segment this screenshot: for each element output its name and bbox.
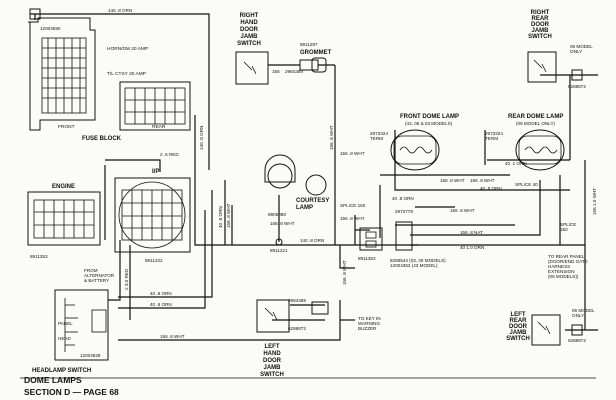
wire-red-1: 2 .5 RED [160,152,179,157]
grommet-part: 8911297 [300,42,318,47]
wire-front-wht: 156 .8 WHT [440,178,465,183]
front-dome-parts: 8288544 (03, 06 MODELS)12004353 (43 MODE… [390,258,446,268]
conn-2973778: 2973778 [395,209,413,214]
wire-grommet-wht2: 156 .8 WHT [342,260,347,285]
horn-fuse-label: HORN/DM 20 AMP [107,46,148,52]
front-dome-models: (43, 06 & 03 MODELS) [405,121,453,126]
rh-sw-part-1: 2984369 [285,69,303,74]
wire-rear-wht: 156 .8 WHT [470,178,495,183]
front-dome-title: FRONT DOME LAMP [400,114,459,120]
wire-ip-orn2: 140 .8 ORN [199,126,204,150]
wire-right-wht: 156 1.0 WHT [592,188,597,215]
wire-red-2: 2 3.0 RED [124,268,129,290]
svg-text:156: 156 [272,69,280,74]
wire-network [30,13,598,341]
fuse-block-title: FUSE BLOCK [82,136,122,142]
front-dome-lamp: FRONT DOME LAMP (43, 06 & 03 MODELS) 297… [370,114,459,268]
svg-text:HEAD: HEAD [58,336,71,341]
wire-grommet-wht: 156 .8 WHT [329,125,334,150]
headlamp-part: 12004828 [80,353,101,358]
wire-splice-wht: 156 .8 WHT [340,216,365,221]
fuse-rear-label: REAR [152,124,166,130]
wire-nat: 156 .8 NAT [460,230,483,235]
splice-40-label: SPLICE 40 [515,182,538,187]
wire-labels: 140 .8 ORN 2 .5 RED 2 3.0 RED 140 .8 ORN… [108,8,597,339]
lh-sw-part-2: 6288872 [288,326,306,331]
engine-conn-part: 8911253 [30,254,48,259]
grommet-label: GROMMET [300,50,332,56]
ip-conn-part: 8911232 [145,258,163,263]
fuse-front-label: FRONT [58,124,75,130]
wire-hs-orn: 40 .8 ORN [150,291,172,296]
wire-lh-wht: 156 .8 WHT [340,151,365,156]
wire-hs-wht: 156 .8 WHT [160,334,185,339]
headlamp-switch-title: HEADLAMP SWITCH [32,368,91,374]
wire-hs-orn2: 40 .8 ORN [150,302,172,307]
ip-label: I/P [152,169,159,175]
courtesy-lamp-part: 8905088 [268,212,286,217]
grommet: 8911297 GROMMET [300,42,332,73]
wire-center-orn: 140 .8 ORN [300,238,324,243]
engine-label: ENGINE [52,184,75,190]
rr-sw-part: 6288872 [568,84,586,89]
wire-center-wht: 156 .8 WHT [270,221,295,226]
lh-sw-part-1: 2984369 [288,298,306,303]
ip-connector: I/P 8911232 [114,169,191,263]
headlamp-switch: PANEL HEAD 12004828 HEADLAMP SWITCH [32,289,109,374]
wire-orn-end: 40 1.0 ORN [460,245,484,250]
wire-top-orn: 140 .8 ORN [108,8,132,13]
conn-8911353-label: 8911353 [358,256,376,261]
rear-dome-models: (06 MODEL ONLY) [516,121,556,126]
wire-ip-wht: 156 .8 WHT [226,203,231,228]
conn-8911221: 8911221 [270,248,288,253]
wire-ip-orn: 40 .8 ORN [218,206,223,228]
wire-rear-blk: 40 .1 ORN [505,161,527,166]
footer-page-number: SECTION D — PAGE 68 [24,387,119,397]
fuse-block: 12004690 HORN/DM 20 AMP T/L CTSY 20 AMP … [28,8,191,142]
tl-ctsy-fuse-label: T/L CTSY 20 AMP [107,71,146,77]
fuse-part-no: 12004690 [40,26,61,31]
connector-8911353: 8911353 SPLICE 150 [340,203,383,261]
wire-rear-orn: 40 .8 ORN [480,186,502,191]
svg-text:PANEL: PANEL [58,321,73,326]
wire-front-wht2: 156 .8 WHT [450,208,475,213]
splice-150-label: SPLICE 150 [340,203,366,208]
wire-front-orn: 40 .8 ORN [392,196,414,201]
footer-section-title: DOME LAMPS [24,375,82,385]
lr-sw-part: 6288872 [568,338,586,343]
rear-dome-title: REAR DOME LAMP [508,114,563,120]
